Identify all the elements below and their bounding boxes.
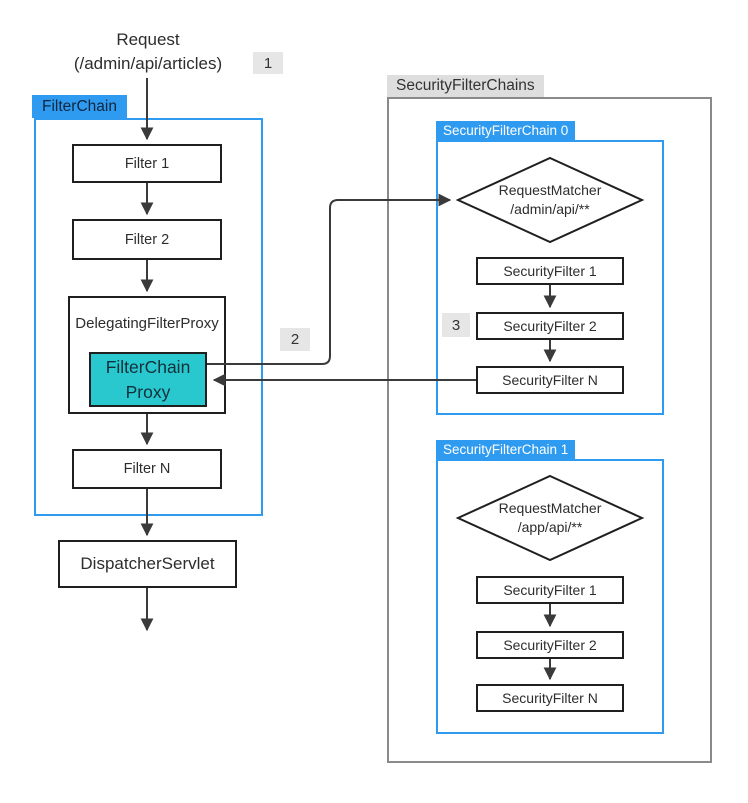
request-matcher-1-diamond: RequestMatcher /app/api/** <box>455 474 645 562</box>
request-matcher-0-line2: /admin/api/** <box>510 201 590 217</box>
diamond-shape <box>455 156 645 244</box>
dispatcher-servlet-node: DispatcherServlet <box>58 540 237 588</box>
filter-n-node: Filter N <box>72 449 222 489</box>
security-filter-chain-1-tab: SecurityFilterChain 1 <box>436 440 576 459</box>
step-badge-1: 1 <box>253 52 283 74</box>
request-matcher-0-line1: RequestMatcher <box>498 182 602 198</box>
filterchain-tab: FilterChain <box>32 95 127 118</box>
security-filter-chain-1-frame <box>436 459 664 734</box>
security-filter-chains-frame <box>387 97 712 763</box>
security-filter-0-2-node: SecurityFilter 2 <box>476 312 624 340</box>
security-filter-chains-tab: SecurityFilterChains <box>387 75 544 97</box>
security-filter-0-1-node: SecurityFilter 1 <box>476 257 624 285</box>
filter-chain-proxy-line2: Proxy <box>125 381 171 402</box>
step-badge-3: 3 <box>442 313 470 337</box>
filter-chain-proxy-node: FilterChain Proxy <box>89 352 207 407</box>
security-filter-1-n-node: SecurityFilter N <box>476 684 624 712</box>
request-path: (/admin/api/articles) <box>73 54 223 73</box>
delegating-filter-proxy-label: DelegatingFilterProxy <box>75 315 219 332</box>
security-filter-0-n-node: SecurityFilter N <box>476 366 624 394</box>
filter-2-node: Filter 2 <box>72 219 222 260</box>
request-matcher-1-line1: RequestMatcher <box>498 500 602 516</box>
request-matcher-0-text: RequestMatcher /admin/api/** <box>455 156 645 244</box>
request-label: Request (/admin/api/articles) <box>18 28 278 76</box>
request-line1: Request <box>116 30 180 49</box>
request-matcher-1-text: RequestMatcher /app/api/** <box>455 474 645 562</box>
request-matcher-1-line2: /app/api/** <box>517 519 583 535</box>
security-filter-1-1-node: SecurityFilter 1 <box>476 576 624 604</box>
diamond-shape <box>455 474 645 562</box>
step-badge-2: 2 <box>280 328 310 351</box>
filter-1-node: Filter 1 <box>72 144 222 183</box>
security-filter-chain-0-tab: SecurityFilterChain 0 <box>436 121 576 140</box>
request-matcher-0-diamond: RequestMatcher /admin/api/** <box>455 156 645 244</box>
security-filter-1-2-node: SecurityFilter 2 <box>476 631 624 659</box>
filter-chain-proxy-line1: FilterChain <box>105 356 191 377</box>
